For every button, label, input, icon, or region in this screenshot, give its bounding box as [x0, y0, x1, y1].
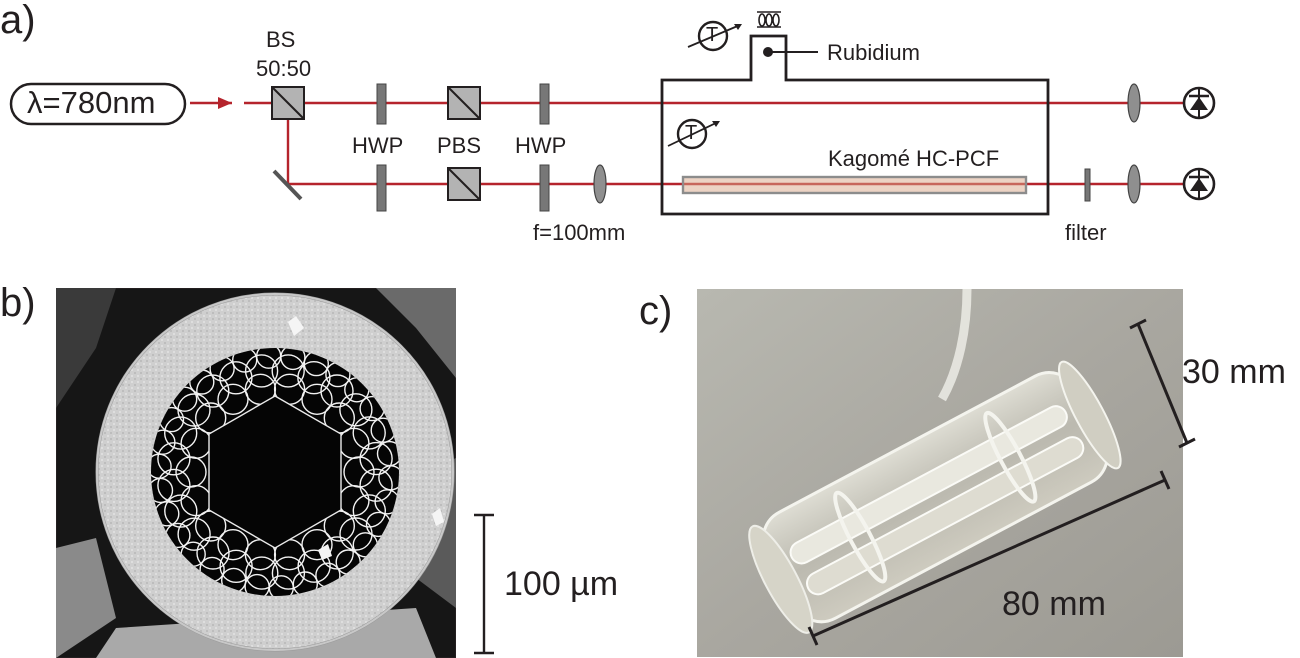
- focusing-lens: [593, 164, 607, 204]
- hwp-label-2: HWP: [515, 133, 567, 158]
- thermometer-icon-reservoir: [687, 20, 742, 52]
- rubidium-label: Rubidium: [827, 40, 920, 65]
- panel-b-label: b): [0, 281, 36, 325]
- hwp-lower-2: [539, 164, 550, 212]
- beam-arrow: [218, 97, 232, 109]
- mirror: [272, 169, 303, 201]
- scale-label-b: 100 µm: [504, 565, 619, 603]
- photodiode-icon-lower: [1182, 167, 1216, 201]
- fiber-label: Kagomé HC-PCF: [828, 146, 1000, 171]
- photodiode-icon-upper: [1182, 86, 1216, 120]
- pbs-label: PBS: [437, 133, 482, 158]
- pbs-upper: [447, 86, 481, 120]
- panel-c-label: c): [639, 289, 673, 333]
- thermometer-label-reservoir: T: [706, 24, 719, 46]
- lens-focal-label: f=100mm: [533, 220, 626, 245]
- vapor-chamber: [660, 34, 1050, 216]
- beam-splitter-label: BS: [266, 27, 296, 52]
- length-label-c: 80 mm: [1002, 585, 1106, 623]
- collection-lens-upper: [1127, 83, 1141, 123]
- panel-a-label: a): [0, 0, 36, 42]
- sem-micrograph: [56, 288, 456, 658]
- beam-splitter: [271, 86, 305, 120]
- hwp-lower-1: [376, 164, 387, 212]
- hwp-label-1: HWP: [352, 133, 404, 158]
- filter-label: filter: [1065, 220, 1107, 245]
- hwp-upper-2: [539, 83, 550, 125]
- hwp-upper-1: [376, 83, 387, 125]
- width-label-c: 30 mm: [1182, 353, 1286, 391]
- heater-coil-icon: [757, 11, 781, 28]
- scale-bar-b: [474, 513, 494, 655]
- pbs-lower: [447, 167, 481, 201]
- hollow-core-fiber: [681, 175, 1028, 195]
- optical-filter: [1084, 168, 1091, 202]
- laser-source-label: λ=780nm: [27, 85, 156, 120]
- collection-lens-lower: [1127, 164, 1141, 204]
- setup-diagram: [9, 11, 1216, 216]
- laser-source: [9, 82, 187, 126]
- thermometer-label-cell: T: [685, 122, 698, 144]
- beam-splitter-ratio: 50:50: [256, 56, 312, 81]
- vapor-cell-photo: [697, 289, 1183, 657]
- thermometer-icon-cell: [667, 118, 720, 150]
